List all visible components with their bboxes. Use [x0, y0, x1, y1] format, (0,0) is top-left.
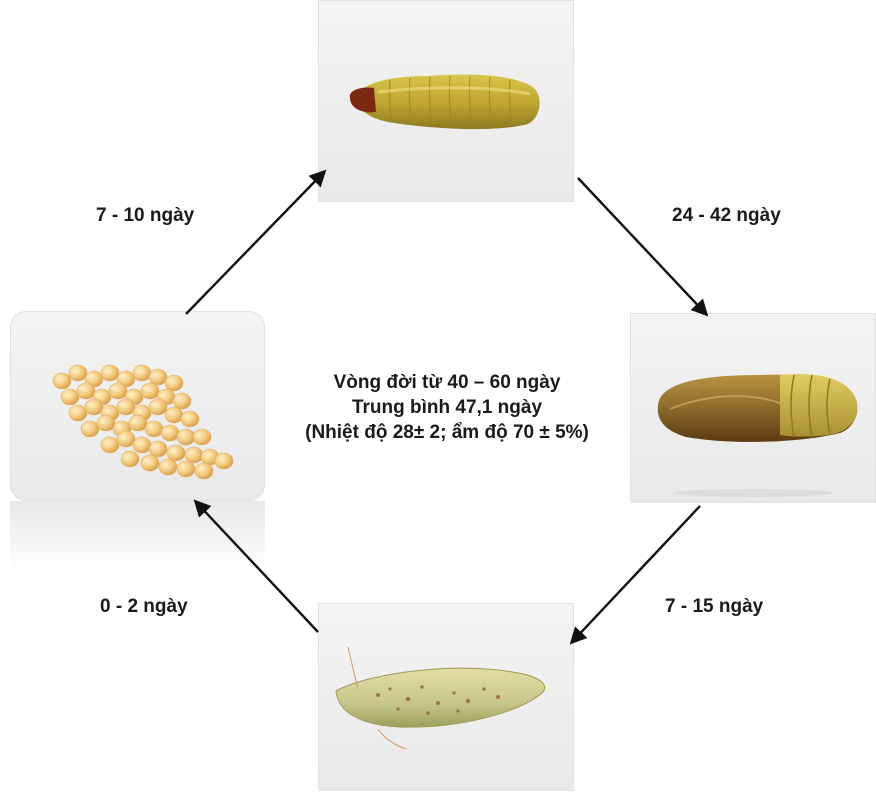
- arrow-larva-to-pupa: [578, 178, 706, 314]
- arrow-adult-to-eggs: [196, 502, 318, 632]
- cycle-conditions-text: (Nhiệt độ 28± 2; ẩm độ 70 ± 5%): [262, 420, 632, 445]
- arrow-eggs-to-larva: [186, 172, 324, 314]
- duration-larva-to-pupa: 24 - 42 ngày: [672, 205, 781, 227]
- duration-pupa-to-adult: 7 - 15 ngày: [665, 596, 763, 618]
- cycle-average-text: Trung bình 47,1 ngày: [262, 395, 632, 420]
- duration-adult-to-eggs: 0 - 2 ngày: [100, 596, 188, 618]
- cycle-length-text: Vòng đời từ 40 – 60 ngày: [262, 370, 632, 395]
- cycle-summary: Vòng đời từ 40 – 60 ngày Trung bình 47,1…: [262, 370, 632, 445]
- duration-eggs-to-larva: 7 - 10 ngày: [96, 205, 194, 227]
- arrow-pupa-to-adult: [572, 506, 700, 642]
